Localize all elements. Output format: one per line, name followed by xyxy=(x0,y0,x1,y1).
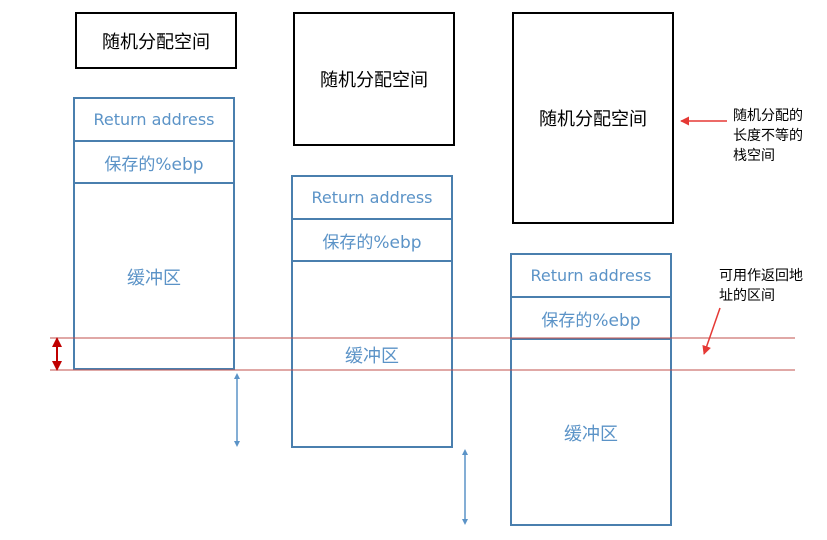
random-space-box-3: 随机分配空间 xyxy=(512,12,674,224)
random-space-label: 随机分配空间 xyxy=(320,70,428,91)
saved-ebp-label: 保存的%ebp xyxy=(541,310,641,331)
stack-frame-2: Return address 保存的%ebp 缓冲区 xyxy=(291,175,453,448)
pointer-arrow-return-range xyxy=(702,307,721,355)
return-address-label: Return address xyxy=(93,110,215,129)
buffer-cell: 缓冲区 xyxy=(512,340,670,524)
random-space-label: 随机分配空间 xyxy=(102,31,210,53)
buffer-label: 缓冲区 xyxy=(564,424,618,445)
note-line: 栈空间 xyxy=(733,148,775,164)
return-address-label: Return address xyxy=(530,266,652,285)
buffer-label: 缓冲区 xyxy=(345,346,399,367)
stack-frame-3: Return address 保存的%ebp 缓冲区 xyxy=(510,253,672,526)
return-address-cell: Return address xyxy=(512,255,670,298)
return-address-cell: Return address xyxy=(75,99,233,142)
random-space-label: 随机分配空间 xyxy=(539,109,647,130)
saved-ebp-cell: 保存的%ebp xyxy=(512,298,670,340)
return-address-label: Return address xyxy=(311,188,433,207)
random-space-box-2: 随机分配空间 xyxy=(293,12,455,146)
saved-ebp-cell: 保存的%ebp xyxy=(75,142,233,184)
saved-ebp-cell: 保存的%ebp xyxy=(293,220,451,262)
note-line: 长度不等的 xyxy=(733,128,803,144)
note-line: 随机分配的 xyxy=(733,108,803,124)
note-line: 址的区间 xyxy=(719,288,775,304)
saved-ebp-label: 保存的%ebp xyxy=(322,232,422,253)
random-space-box-1: 随机分配空间 xyxy=(75,12,237,69)
note-line: 可用作返回地 xyxy=(719,268,803,284)
return-address-cell: Return address xyxy=(293,177,451,220)
usable-return-range-note: 可用作返回地 址的区间 xyxy=(719,266,803,306)
buffer-cell: 缓冲区 xyxy=(75,184,233,368)
saved-ebp-label: 保存的%ebp xyxy=(104,154,204,175)
buffer-label: 缓冲区 xyxy=(127,268,181,289)
random-stack-space-note: 随机分配的 长度不等的 栈空间 xyxy=(733,106,803,166)
stack-frame-1: Return address 保存的%ebp 缓冲区 xyxy=(73,97,235,370)
buffer-cell: 缓冲区 xyxy=(293,262,451,446)
